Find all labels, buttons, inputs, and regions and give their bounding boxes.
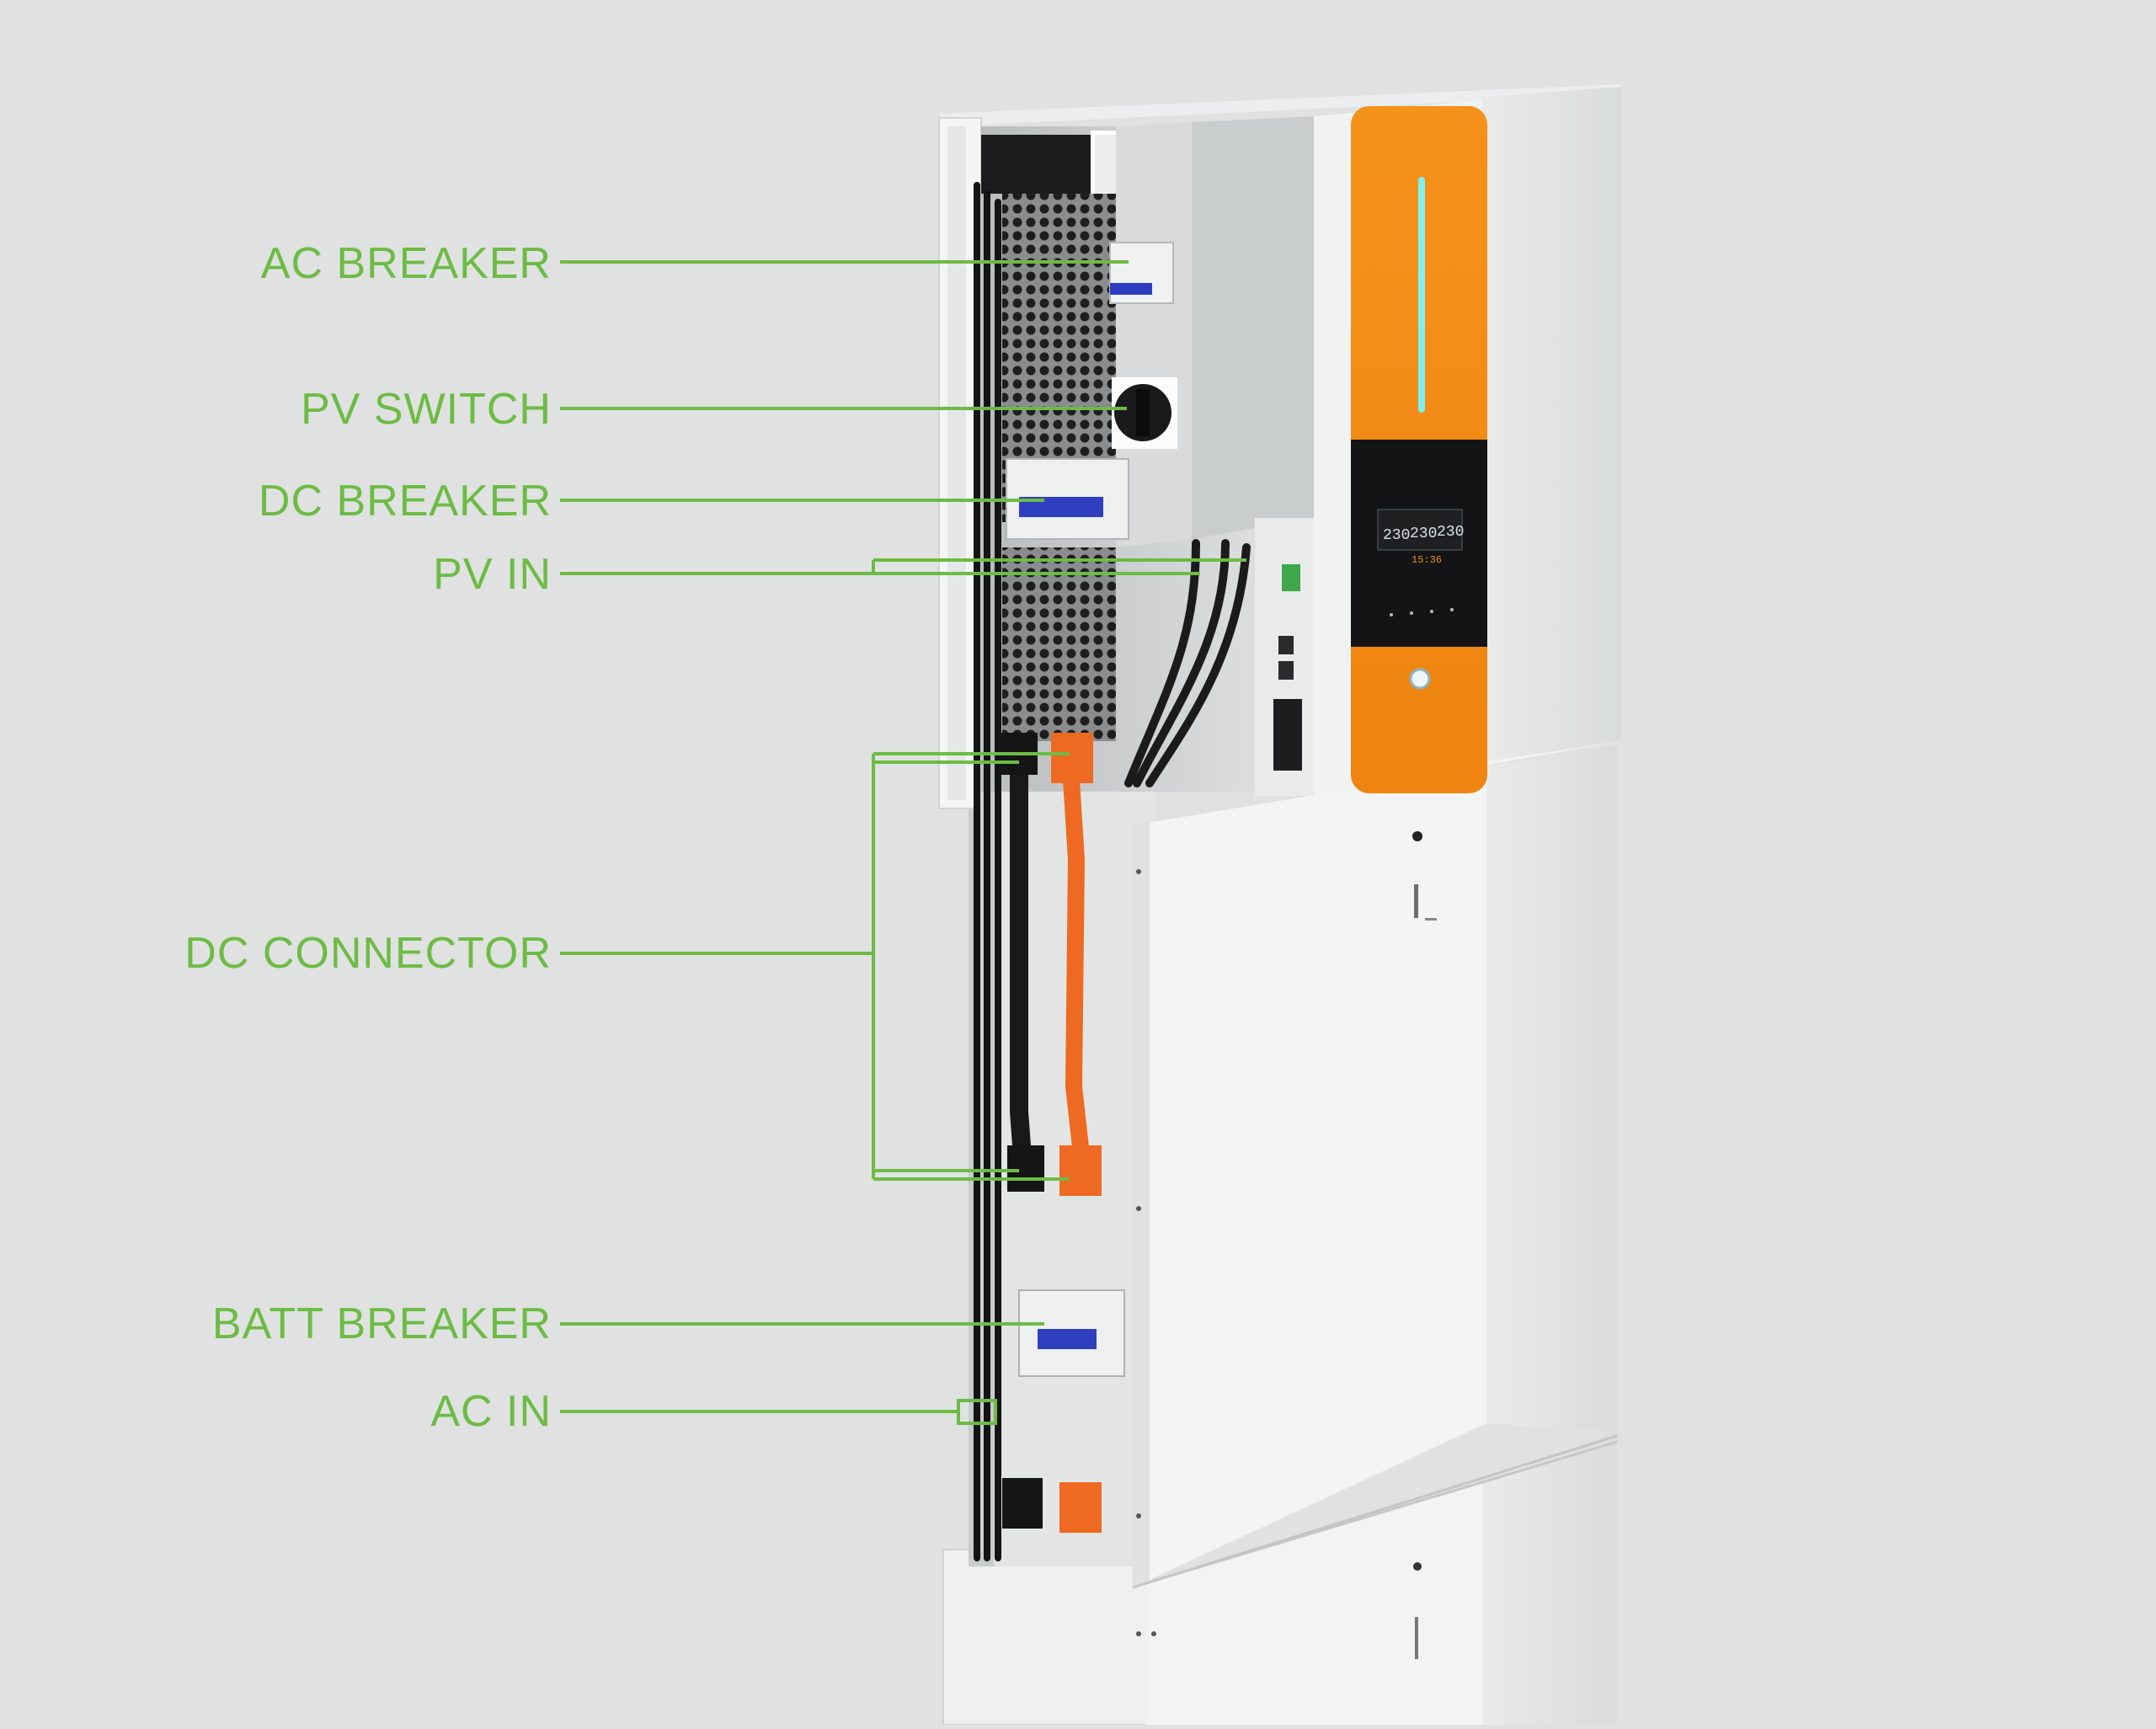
label-dc-breaker: DC BREAKER bbox=[258, 477, 552, 526]
inverter-unit bbox=[938, 84, 1621, 1561]
label-ac-breaker: AC BREAKER bbox=[260, 239, 552, 288]
dc-connector-cables bbox=[1001, 733, 1102, 1533]
callout-leader-lines bbox=[560, 260, 1246, 1425]
label-ac-in: AC IN bbox=[430, 1387, 552, 1436]
battery-module-bottom bbox=[942, 1432, 1618, 1726]
batt-breaker-unit bbox=[1018, 1289, 1125, 1377]
label-pv-switch: PV SWITCH bbox=[301, 385, 552, 434]
power-button bbox=[1409, 668, 1431, 690]
label-pv-in: PV IN bbox=[433, 550, 552, 599]
label-dc-connector: DC CONNECTOR bbox=[184, 929, 552, 978]
label-batt-breaker: BATT BREAKER bbox=[211, 1299, 552, 1348]
status-led-bar bbox=[1418, 177, 1425, 413]
